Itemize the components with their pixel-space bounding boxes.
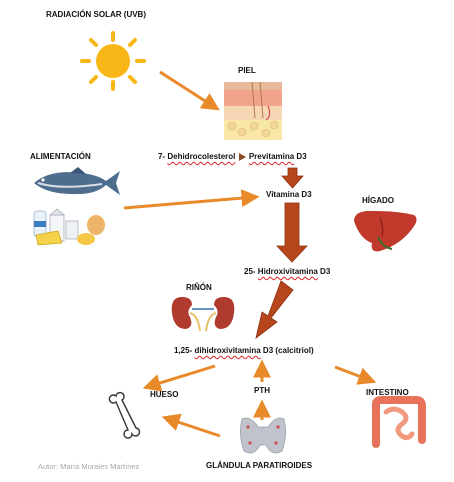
solar-radiation-label: RADIACIÓN SOLAR (UVB): [46, 10, 146, 19]
food-icon: [33, 208, 105, 246]
skin-icon: [224, 81, 282, 140]
arrow-25hydroxy-to-calcitriol: [255, 280, 294, 339]
compound-calcitriol: 1,25- dihidroxivitamina D3 (calcitriol): [174, 346, 314, 356]
author-credit: Autor: María Morales Martínez: [38, 462, 140, 471]
compound-125-suffix: D3 (calcitriol): [260, 346, 314, 355]
compound-25-prefix: 25-: [244, 267, 258, 276]
bone-label: HUESO: [150, 390, 179, 399]
compound-25-name: Hidroxivitamina: [257, 267, 318, 276]
sun-icon: [80, 31, 146, 91]
compound-25-suffix: D3: [317, 267, 331, 276]
food-label: ALIMENTACIÓN: [30, 152, 91, 161]
intestine-label: INTESTINO: [366, 388, 409, 397]
skin-label: PIEL: [238, 66, 256, 75]
kidney-icon: [171, 297, 235, 332]
fish-icon: [34, 167, 120, 195]
arrow-parathyroid-to-bone: [161, 413, 221, 438]
arrow-sun-to-skin: [159, 70, 220, 111]
arrow-food-to-vitamin: [123, 189, 260, 210]
liver-label: HÍGADO: [362, 196, 394, 205]
compound-7-name: Dehidrocolesterol: [167, 152, 236, 161]
intestine-icon: [372, 396, 426, 448]
arrow-calcitriol-to-intestine: [334, 365, 377, 385]
compound-25-hydroxyvitamin-d3: 25- Hidroxivitamina D3: [244, 267, 330, 277]
compound-previtamin-suffix: D3: [294, 152, 307, 161]
arrow-calcitriol-to-bone: [142, 364, 216, 392]
arrow-previtamin-to-vitamin: [281, 167, 304, 189]
compound-7-prefix: 7-: [158, 152, 168, 161]
arrow-vitamin-to-25hydroxy: [276, 202, 308, 263]
compound-7-dehydrocholesterol: 7- Dehidrocolesterol Previtamina D3: [158, 152, 307, 162]
thyroid-icon: [240, 417, 286, 454]
conversion-arrow-icon: [238, 152, 246, 161]
parathyroid-label: GLÁNDULA PARATIROIDES: [206, 461, 313, 470]
compound-vitamin-d3: Vitamina D3: [266, 190, 312, 199]
liver-icon: [354, 210, 417, 252]
bone-icon: [108, 391, 141, 439]
compound-125-name: dihidroxivitamina: [194, 346, 261, 355]
compound-125-prefix: 1,25-: [174, 346, 195, 355]
compound-previtamin-name: Previtamina: [248, 152, 295, 161]
pth-label: PTH: [254, 386, 270, 395]
kidney-label: RIÑÓN: [186, 283, 212, 292]
